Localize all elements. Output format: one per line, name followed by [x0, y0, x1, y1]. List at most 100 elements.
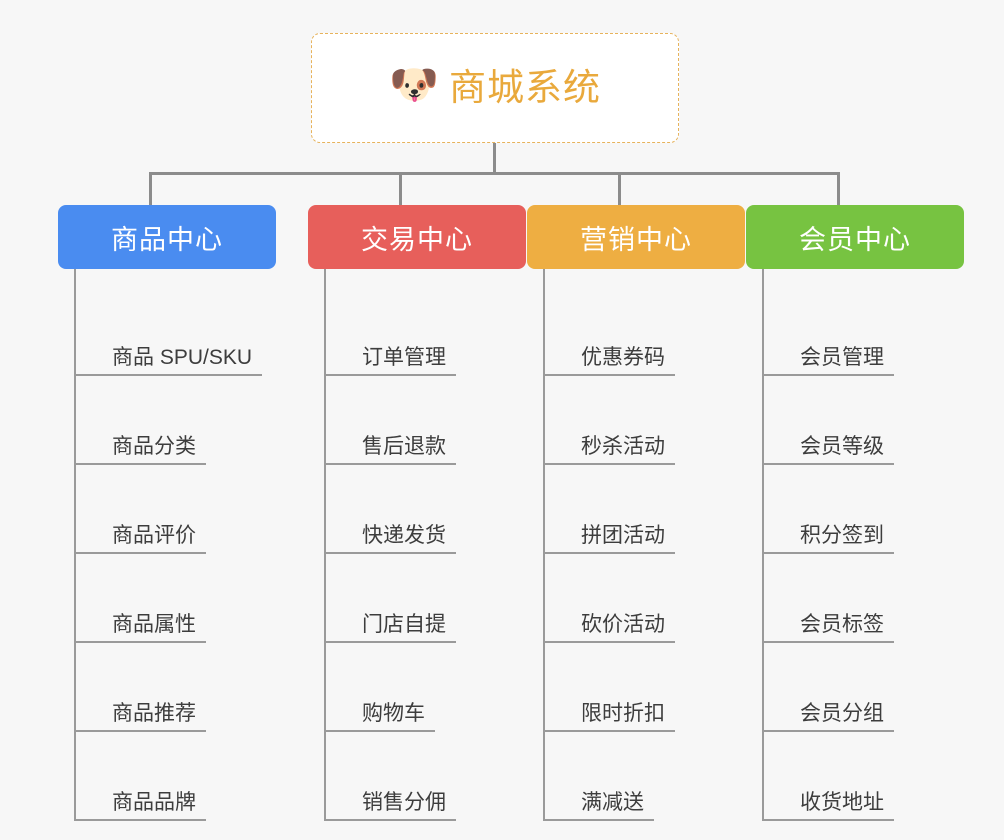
- leaf-label: 商品推荐: [112, 701, 196, 725]
- leaf-item[interactable]: 拼团活动: [543, 465, 745, 554]
- category-header-label: 商品中心: [111, 224, 223, 255]
- leaf-item[interactable]: 商品属性: [74, 554, 276, 643]
- category-header-label: 交易中心: [361, 224, 473, 255]
- leaf-item[interactable]: 商品推荐: [74, 643, 276, 732]
- shiba-dog-face-icon: 🐶: [389, 63, 439, 107]
- leaf-underline: [543, 819, 654, 821]
- leaf-label: 会员管理: [800, 345, 884, 369]
- leaf-label: 购物车: [362, 701, 425, 725]
- leaf-item[interactable]: 会员标签: [762, 554, 964, 643]
- leaf-label: 商品评价: [112, 523, 196, 547]
- branch-marketing: 优惠券码 秒杀活动 拼团活动 砍价活动 限时折扣: [543, 269, 745, 821]
- leaf-item[interactable]: 销售分佣: [324, 732, 526, 821]
- category-header-product[interactable]: 商品中心: [58, 205, 276, 269]
- category-column-marketing: 营销中心 优惠券码 秒杀活动 拼团活动 砍价活动: [527, 205, 745, 821]
- category-header-marketing[interactable]: 营销中心: [527, 205, 745, 269]
- root-title: 商城系统: [449, 66, 601, 108]
- leaf-item[interactable]: 满减送: [543, 732, 745, 821]
- leaf-underline: [324, 552, 456, 554]
- leaf-underline: [324, 641, 456, 643]
- leaf-item[interactable]: 购物车: [324, 643, 526, 732]
- leaf-item[interactable]: 商品评价: [74, 465, 276, 554]
- leaf-item[interactable]: 秒杀活动: [543, 376, 745, 465]
- leaf-underline: [762, 730, 894, 732]
- leaf-underline: [543, 463, 675, 465]
- category-columns: 商品中心 商品 SPU/SKU 商品分类 商品评价 商品属性: [0, 205, 1004, 840]
- connector-drop-1: [149, 172, 152, 205]
- leaf-label: 商品品牌: [112, 790, 196, 814]
- branch-trade: 订单管理 售后退款 快递发货 门店自提 购物车: [324, 269, 526, 821]
- leaf-item[interactable]: 会员分组: [762, 643, 964, 732]
- connector-root-stem: [493, 143, 496, 174]
- leaf-label: 商品 SPU/SKU: [112, 345, 253, 369]
- connector-drop-2: [399, 172, 402, 205]
- leaf-underline: [74, 552, 206, 554]
- leaf-label: 限时折扣: [581, 701, 665, 725]
- leaf-underline: [762, 552, 894, 554]
- category-header-trade[interactable]: 交易中心: [308, 205, 526, 269]
- connector-drop-3: [618, 172, 621, 205]
- root-node[interactable]: 🐶 商城系统: [311, 33, 679, 143]
- leaf-item[interactable]: 会员管理: [762, 287, 964, 376]
- branch-trunk: [324, 269, 326, 821]
- leaf-item[interactable]: 快递发货: [324, 465, 526, 554]
- leaf-item[interactable]: 售后退款: [324, 376, 526, 465]
- category-header-member[interactable]: 会员中心: [746, 205, 964, 269]
- branch-trunk: [762, 269, 764, 821]
- leaf-underline: [762, 819, 894, 821]
- connector-horizontal-bus: [149, 172, 840, 175]
- leaf-item[interactable]: 商品 SPU/SKU: [74, 287, 276, 376]
- leaf-underline: [74, 730, 206, 732]
- connector-drop-4: [837, 172, 840, 205]
- leaf-item[interactable]: 收货地址: [762, 732, 964, 821]
- leaf-underline: [543, 552, 675, 554]
- leaf-label: 售后退款: [362, 434, 446, 458]
- leaf-underline: [324, 819, 456, 821]
- leaf-label: 会员标签: [800, 612, 884, 636]
- leaf-label: 秒杀活动: [581, 434, 665, 458]
- leaf-underline: [762, 641, 894, 643]
- leaf-label: 门店自提: [362, 612, 446, 636]
- leaf-item[interactable]: 砍价活动: [543, 554, 745, 643]
- leaf-underline: [74, 463, 206, 465]
- leaf-item[interactable]: 商品品牌: [74, 732, 276, 821]
- category-column-product: 商品中心 商品 SPU/SKU 商品分类 商品评价 商品属性: [58, 205, 276, 821]
- leaf-underline: [762, 374, 894, 376]
- leaf-item[interactable]: 会员等级: [762, 376, 964, 465]
- category-column-trade: 交易中心 订单管理 售后退款 快递发货 门店自提: [308, 205, 526, 821]
- leaf-label: 收货地址: [800, 790, 884, 814]
- leaf-label: 订单管理: [362, 345, 446, 369]
- branch-product: 商品 SPU/SKU 商品分类 商品评价 商品属性 商品推荐: [74, 269, 276, 821]
- leaf-underline: [74, 819, 206, 821]
- leaf-underline: [74, 374, 262, 376]
- leaf-label: 商品属性: [112, 612, 196, 636]
- leaf-label: 商品分类: [112, 434, 196, 458]
- leaf-label: 砍价活动: [581, 612, 665, 636]
- leaf-label: 积分签到: [800, 523, 884, 547]
- leaf-label: 拼团活动: [581, 523, 665, 547]
- leaf-label: 销售分佣: [362, 790, 446, 814]
- leaf-item[interactable]: 限时折扣: [543, 643, 745, 732]
- leaf-item[interactable]: 门店自提: [324, 554, 526, 643]
- leaf-item[interactable]: 优惠券码: [543, 287, 745, 376]
- category-column-member: 会员中心 会员管理 会员等级 积分签到 会员标签: [746, 205, 964, 821]
- leaf-underline: [543, 641, 675, 643]
- leaf-underline: [74, 641, 206, 643]
- leaf-underline: [324, 730, 435, 732]
- leaf-underline: [543, 374, 675, 376]
- leaf-label: 会员等级: [800, 434, 884, 458]
- leaf-label: 满减送: [581, 790, 644, 814]
- leaf-item[interactable]: 商品分类: [74, 376, 276, 465]
- leaf-underline: [762, 463, 894, 465]
- leaf-item[interactable]: 积分签到: [762, 465, 964, 554]
- branch-member: 会员管理 会员等级 积分签到 会员标签 会员分组: [762, 269, 964, 821]
- leaf-underline: [324, 374, 456, 376]
- leaf-underline: [324, 463, 456, 465]
- category-header-label: 会员中心: [799, 224, 911, 255]
- leaf-label: 快递发货: [362, 523, 446, 547]
- category-header-label: 营销中心: [580, 224, 692, 255]
- branch-trunk: [74, 269, 76, 821]
- leaf-label: 优惠券码: [581, 345, 665, 369]
- leaf-item[interactable]: 订单管理: [324, 287, 526, 376]
